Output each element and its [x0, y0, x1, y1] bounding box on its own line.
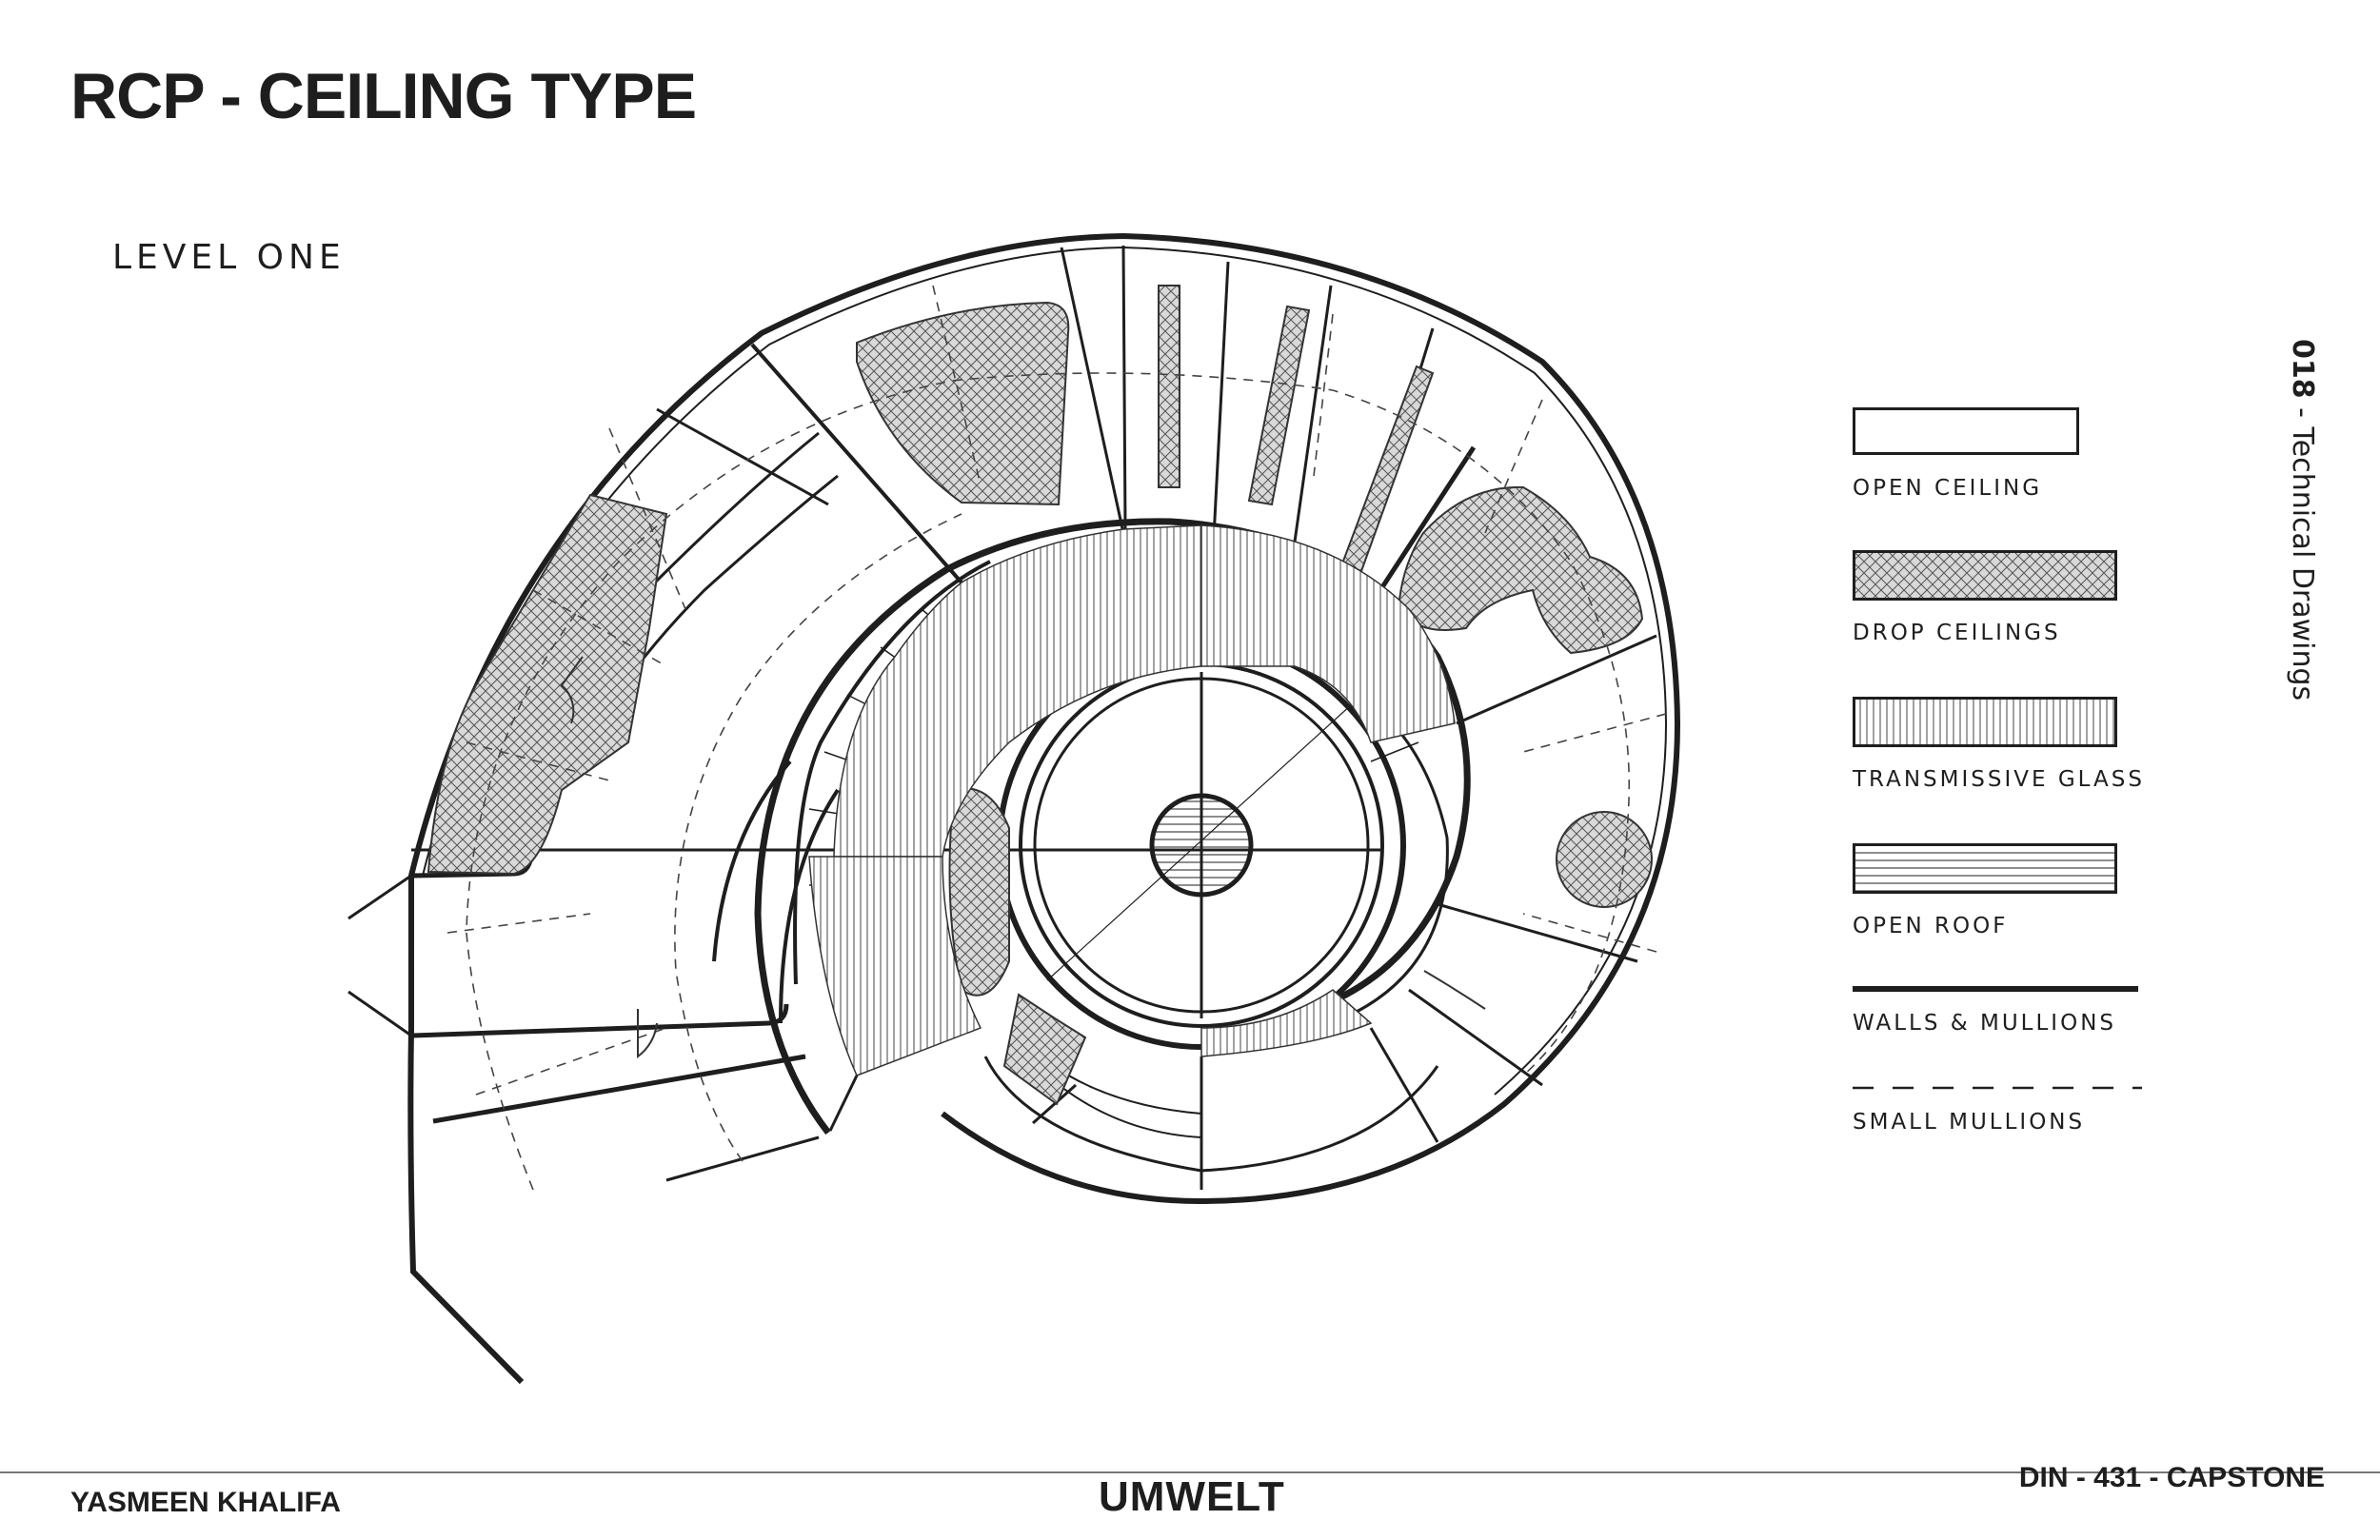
legend-swatch-roof [1853, 843, 2117, 894]
legend-swatch-small [1853, 1086, 2142, 1090]
transmissive-glass-zones [808, 524, 1456, 1076]
legend-label-open: OPEN CEILING [1853, 476, 2043, 501]
legend-swatch-walls [1853, 986, 2138, 992]
legend-label-small: SMALL MULLIONS [1853, 1110, 2086, 1135]
legend-label-glass: TRANSMISSIVE GLASS [1853, 767, 2145, 792]
legend-swatch-glass [1853, 697, 2117, 747]
sheet-number: 018 [2286, 339, 2319, 399]
legend-label-roof: OPEN ROOF [1853, 914, 2009, 938]
sheet-label: 018 - Technical Drawings [2277, 339, 2319, 701]
level-label: LEVEL ONE [112, 238, 346, 277]
small-mullions-dashed [446, 285, 1667, 1191]
legend-label-drop: DROP CEILINGS [1853, 621, 2061, 645]
project-name: UMWELT [1099, 1473, 1285, 1520]
legend-label-walls: WALLS & MULLIONS [1853, 1011, 2117, 1036]
page-title: RCP - CEILING TYPE [70, 60, 697, 132]
legend-swatch-drop [1853, 550, 2117, 601]
course-code: DIN - 431 - CAPSTONE [2018, 1462, 2325, 1493]
author-name: YASMEEN KHALIFA [70, 1487, 341, 1518]
sheet-label-text: 018 - Technical Drawings [2286, 339, 2319, 701]
legend-swatch-open [1853, 407, 2079, 455]
sheet-section: - Technical Drawings [2286, 398, 2319, 701]
drop-ceiling-zones [426, 285, 1653, 1106]
door-swings [560, 656, 1486, 1058]
footer-divider [0, 1471, 2380, 1473]
